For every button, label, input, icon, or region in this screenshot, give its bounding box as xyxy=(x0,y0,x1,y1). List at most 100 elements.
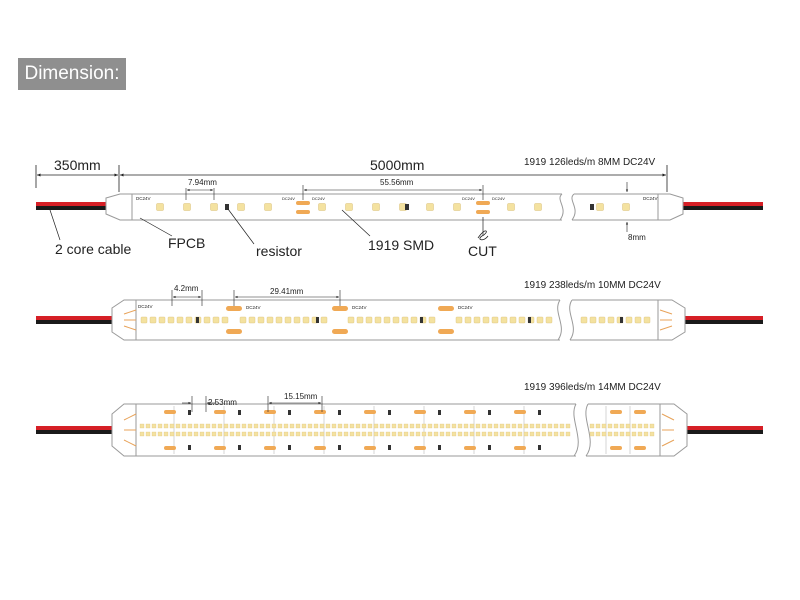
resistor-chip xyxy=(405,204,409,210)
led-chip xyxy=(565,423,571,429)
strip-3-spec: 1919 396leds/m 14MM DC24V xyxy=(524,382,661,393)
led-chip xyxy=(237,203,245,211)
led-chip xyxy=(181,423,187,429)
led-chip xyxy=(139,431,145,437)
section-title: Dimension: xyxy=(18,58,126,90)
led-chip xyxy=(295,431,301,437)
callout-cable: 2 core cable xyxy=(55,241,131,257)
led-chip xyxy=(463,423,469,429)
led-chip xyxy=(385,431,391,437)
solder-pad xyxy=(214,446,226,450)
svg-text:DC24V: DC24V xyxy=(352,305,367,310)
led-chip xyxy=(607,316,615,324)
led-chip xyxy=(139,423,145,429)
led-chip xyxy=(301,431,307,437)
svg-text:DC24V: DC24V xyxy=(312,196,325,201)
solder-pad xyxy=(164,410,176,414)
led-chip xyxy=(553,423,559,429)
led-chip xyxy=(439,431,445,437)
wire-red xyxy=(36,316,112,320)
led-chip xyxy=(176,316,184,324)
cut-point: DC24V xyxy=(438,305,473,334)
led-chip xyxy=(307,423,313,429)
led-chip xyxy=(397,431,403,437)
resistor-chip xyxy=(488,445,491,450)
led-chip xyxy=(385,423,391,429)
led-chip xyxy=(203,316,211,324)
cut-pitch-label: 15.15mm xyxy=(284,392,318,401)
led-chip xyxy=(337,423,343,429)
resistor-chip xyxy=(438,410,441,415)
led-chip xyxy=(433,431,439,437)
led-chip xyxy=(221,316,229,324)
led-chip xyxy=(517,423,523,429)
led-chip xyxy=(409,423,415,429)
led-chip xyxy=(205,431,211,437)
solder-pad xyxy=(314,410,326,414)
resistor-chip xyxy=(288,445,291,450)
led-chip xyxy=(343,423,349,429)
wire-black-right xyxy=(683,206,763,210)
led-chip xyxy=(320,316,328,324)
led-chip xyxy=(151,431,157,437)
solder-leads-right xyxy=(661,413,675,447)
wire-red-right xyxy=(685,316,763,320)
led-chip xyxy=(403,431,409,437)
led-chip xyxy=(183,203,191,211)
pad-label: DC24V xyxy=(643,196,658,201)
led-chip xyxy=(319,423,325,429)
led-chip xyxy=(217,423,223,429)
resistor-chip xyxy=(338,445,341,450)
led-chip xyxy=(649,431,655,437)
led-pitch-label: 2.53mm xyxy=(208,398,237,407)
led-chip xyxy=(649,423,655,429)
led-chip xyxy=(379,431,385,437)
led-chip xyxy=(481,423,487,429)
strip-3-break-right xyxy=(585,403,591,457)
strip-1-body xyxy=(132,193,562,221)
svg-text:DC24V: DC24V xyxy=(282,196,295,201)
resistor-chip xyxy=(188,445,191,450)
led-chip xyxy=(619,431,625,437)
svg-text:DC24V: DC24V xyxy=(458,305,473,310)
led-chip xyxy=(343,431,349,437)
led-chip xyxy=(481,431,487,437)
led-chip xyxy=(284,316,292,324)
led-chip xyxy=(211,423,217,429)
led-chip xyxy=(156,203,164,211)
cut-point: DC24V DC24V xyxy=(282,196,325,214)
led-chip xyxy=(217,431,223,437)
led-chip xyxy=(347,316,355,324)
led-chip xyxy=(391,431,397,437)
led-chip xyxy=(469,431,475,437)
strip-2-spec: 1919 238leds/m 10MM DC24V xyxy=(524,280,661,291)
led-chip xyxy=(325,423,331,429)
led-chip xyxy=(518,316,526,324)
led-chip xyxy=(193,431,199,437)
led-chip xyxy=(529,431,535,437)
led-chip xyxy=(247,423,253,429)
resistor-chip xyxy=(188,410,191,415)
solder-pad xyxy=(264,410,276,414)
led-chip xyxy=(643,431,649,437)
solder-pad xyxy=(464,446,476,450)
led-chip xyxy=(491,316,499,324)
led-chip xyxy=(140,316,148,324)
solder-pad xyxy=(414,410,426,414)
led-chip xyxy=(349,431,355,437)
led-chip xyxy=(157,423,163,429)
led-chip xyxy=(205,423,211,429)
led-chip xyxy=(511,423,517,429)
led-chip xyxy=(529,423,535,429)
solder-pad xyxy=(464,410,476,414)
led-chip xyxy=(187,431,193,437)
led-chip xyxy=(517,431,523,437)
led-chip xyxy=(223,423,229,429)
led-chip xyxy=(349,423,355,429)
led-chip xyxy=(493,423,499,429)
led-chip xyxy=(331,431,337,437)
led-chip xyxy=(475,431,481,437)
led-chip xyxy=(487,431,493,437)
led-chip xyxy=(464,316,472,324)
strip-3: 1919 396leds/m 14MM DC24V 2.53mm 15.15mm xyxy=(36,382,763,457)
